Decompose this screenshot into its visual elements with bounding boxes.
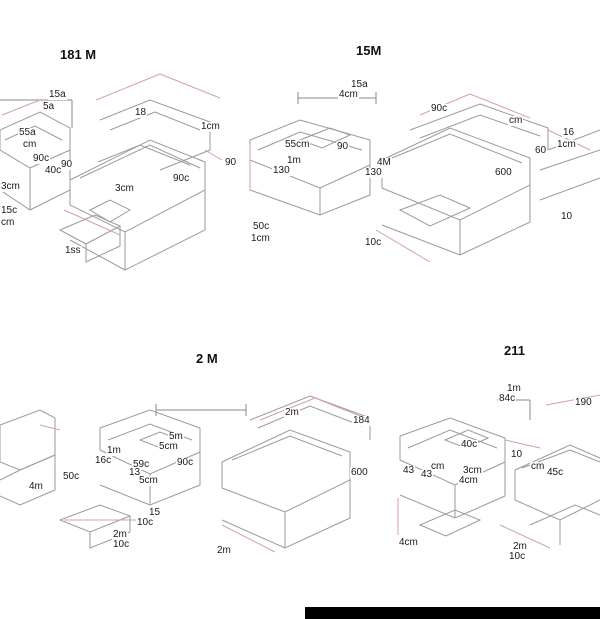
dimension-label: 15a bbox=[350, 79, 369, 90]
dimension-label: 10c bbox=[112, 539, 131, 550]
dimension-label: 15 bbox=[148, 507, 162, 518]
panel-title-4: 211 bbox=[504, 343, 525, 358]
dimension-label: 10 bbox=[560, 211, 574, 222]
dimension-label: 15c bbox=[0, 205, 19, 216]
dimension-label: 55a bbox=[18, 127, 37, 138]
panel-title-2: 15M bbox=[356, 43, 382, 58]
dimension-label: cm bbox=[508, 115, 524, 126]
dimension-label: 13 bbox=[128, 467, 142, 478]
dimension-label: 2m bbox=[216, 545, 232, 556]
dimension-label: 18 bbox=[134, 107, 148, 118]
dimension-lines-2 bbox=[249, 93, 591, 263]
dimension-label: 10c bbox=[364, 237, 383, 248]
dimension-label: 600 bbox=[494, 167, 513, 178]
dimension-label: cm bbox=[22, 139, 38, 150]
dimension-label: 90c bbox=[176, 457, 195, 468]
dimension-label: 4cm bbox=[458, 475, 479, 486]
dimension-label: 43 bbox=[420, 469, 434, 480]
dimension-label: 4m bbox=[28, 481, 44, 492]
dimension-label: 2m bbox=[284, 407, 300, 418]
dimension-lines-3 bbox=[39, 397, 371, 553]
dimension-label: 5cm bbox=[138, 475, 159, 486]
panel-title-1: 181 M bbox=[60, 47, 97, 62]
dimension-label: 50c bbox=[62, 471, 81, 482]
dimension-label: 10c bbox=[136, 517, 155, 528]
dimension-label: 2m bbox=[512, 541, 528, 552]
dimension-label: 1m bbox=[506, 383, 522, 394]
dimension-label: 16 bbox=[562, 127, 576, 138]
dimension-lines-1 bbox=[1, 73, 223, 236]
dimension-label: 45c bbox=[546, 467, 565, 478]
sofa-drawing-2 bbox=[249, 92, 600, 256]
dimension-label: 1m bbox=[286, 155, 302, 166]
dimension-label: 90 bbox=[224, 157, 238, 168]
dimension-label: 1m bbox=[106, 445, 122, 456]
dimension-label: 55cm bbox=[284, 139, 311, 150]
dimension-label: 2m bbox=[112, 529, 128, 540]
dimension-label: cm bbox=[0, 217, 16, 228]
dimension-label: 130 bbox=[272, 165, 291, 176]
dimension-label: 40c bbox=[460, 439, 479, 450]
dimension-label: 3cm bbox=[0, 181, 21, 192]
dimension-label: 3cm bbox=[114, 183, 135, 194]
dimension-label: 1cm bbox=[556, 139, 577, 150]
dimension-label: 90 bbox=[60, 159, 74, 170]
dimension-label: 3cm bbox=[462, 465, 483, 476]
dimension-label: 130 bbox=[364, 167, 383, 178]
dimension-label: 10 bbox=[510, 449, 524, 460]
sofa-drawing-3 bbox=[0, 395, 371, 549]
dimension-label: 90 bbox=[336, 141, 350, 152]
dimension-label: 50c bbox=[252, 221, 271, 232]
dimension-label: 1cm bbox=[250, 233, 271, 244]
dimension-label: 4M bbox=[376, 157, 392, 168]
dimension-label: 60 bbox=[534, 145, 548, 156]
dimension-lines-4 bbox=[397, 394, 600, 549]
dimension-label: 5m bbox=[168, 431, 184, 442]
sofa-drawing-1 bbox=[0, 99, 211, 271]
bottom-bar bbox=[305, 607, 600, 619]
dimension-label: 16c bbox=[94, 455, 113, 466]
dimension-label: 1ss bbox=[64, 245, 82, 256]
dimension-label: 4cm bbox=[398, 537, 419, 548]
dimension-label: 40c bbox=[44, 165, 63, 176]
dimension-label: cm bbox=[530, 461, 546, 472]
dimension-label: 1cm bbox=[200, 121, 221, 132]
dimension-label: 4cm bbox=[338, 89, 359, 100]
dimension-label: 59c bbox=[132, 459, 151, 470]
dimension-label: cm bbox=[430, 461, 446, 472]
dimension-label: 15a bbox=[48, 89, 67, 100]
dimension-label: 90c bbox=[430, 103, 449, 114]
dimension-label: 43 bbox=[402, 465, 416, 476]
panel-title-3: 2 M bbox=[196, 351, 218, 366]
dimension-label: 90c bbox=[172, 173, 191, 184]
dimension-label: 84c bbox=[498, 393, 517, 404]
dimension-label: 10c bbox=[508, 551, 527, 562]
dimension-label: 184 bbox=[352, 415, 371, 426]
dimension-label: 190 bbox=[574, 397, 593, 408]
dimension-label: 600 bbox=[350, 467, 369, 478]
dimension-label: 90c bbox=[32, 153, 51, 164]
dimension-label: 5cm bbox=[158, 441, 179, 452]
dimension-label: 5a bbox=[42, 101, 56, 112]
